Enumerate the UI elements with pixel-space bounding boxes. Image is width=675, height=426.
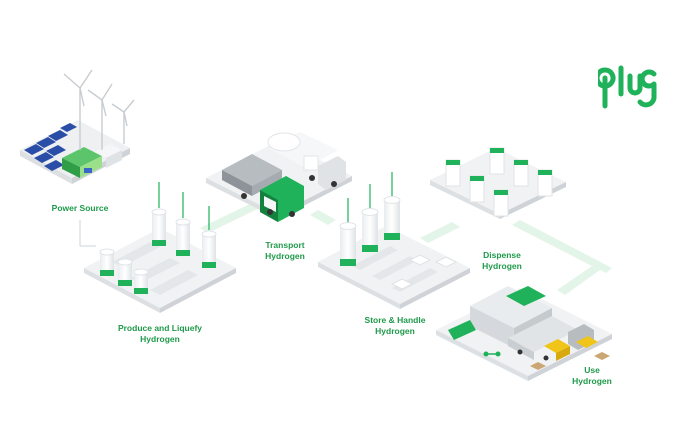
path-store-to-dispense xyxy=(420,222,460,243)
produce-cluster xyxy=(84,182,236,313)
hydrogen-tank-icon xyxy=(99,208,217,294)
label-use: Use Hydrogen xyxy=(562,365,622,386)
vent-stacks xyxy=(158,182,210,230)
plug-logo xyxy=(598,65,657,109)
label-produce-line2: Hydrogen xyxy=(140,333,180,344)
connector-paths xyxy=(200,200,612,295)
power-source-cluster xyxy=(20,69,135,184)
label-store-line1: Store & Handle xyxy=(364,315,426,325)
pallet-boxes xyxy=(530,352,610,370)
label-transport-line2: Hydrogen xyxy=(265,250,305,261)
label-store-handle: Store & Handle Hydrogen xyxy=(350,315,440,336)
dispenser-icon xyxy=(445,147,553,217)
path-transport-to-store xyxy=(310,210,336,225)
drone-icon xyxy=(483,351,501,357)
label-dispense-line2: Hydrogen xyxy=(482,260,522,271)
label-produce-liquefy: Produce and Liquefy Hydrogen xyxy=(100,323,220,344)
label-use-line1: Use xyxy=(584,365,600,375)
label-power-source-line1: Power Source xyxy=(51,203,109,213)
label-store-line2: Hydrogen xyxy=(375,325,415,336)
warehouse-building xyxy=(448,286,552,348)
solar-panel-icon xyxy=(24,123,77,171)
label-transport-line1: Transport xyxy=(265,240,305,250)
transport-cluster xyxy=(206,132,352,222)
path-produce-to-transport xyxy=(200,200,266,233)
wind-turbine-icon xyxy=(63,69,135,150)
store-cluster xyxy=(318,172,470,309)
hydrogen-tank-icon xyxy=(339,196,401,266)
label-transport: Transport Hydrogen xyxy=(254,240,316,261)
label-dispense: Dispense Hydrogen xyxy=(472,250,532,271)
vent-stacks-store xyxy=(347,172,393,222)
dispense-cluster xyxy=(430,147,566,219)
dispense-platform xyxy=(430,148,566,214)
label-produce-line1: Produce and Liquefy xyxy=(117,323,203,333)
label-dispense-line1: Dispense xyxy=(483,250,521,260)
label-use-line2: Hydrogen xyxy=(572,375,612,386)
use-cluster xyxy=(436,286,612,381)
tanker-truck-icon xyxy=(267,132,346,190)
forklift-icon xyxy=(544,336,598,361)
storage-crates xyxy=(390,254,458,290)
label-power-source: Power Source xyxy=(42,203,118,214)
trailer-truck-icon xyxy=(222,154,304,222)
path-dispense-to-use xyxy=(512,220,612,295)
building-icon xyxy=(62,144,122,178)
